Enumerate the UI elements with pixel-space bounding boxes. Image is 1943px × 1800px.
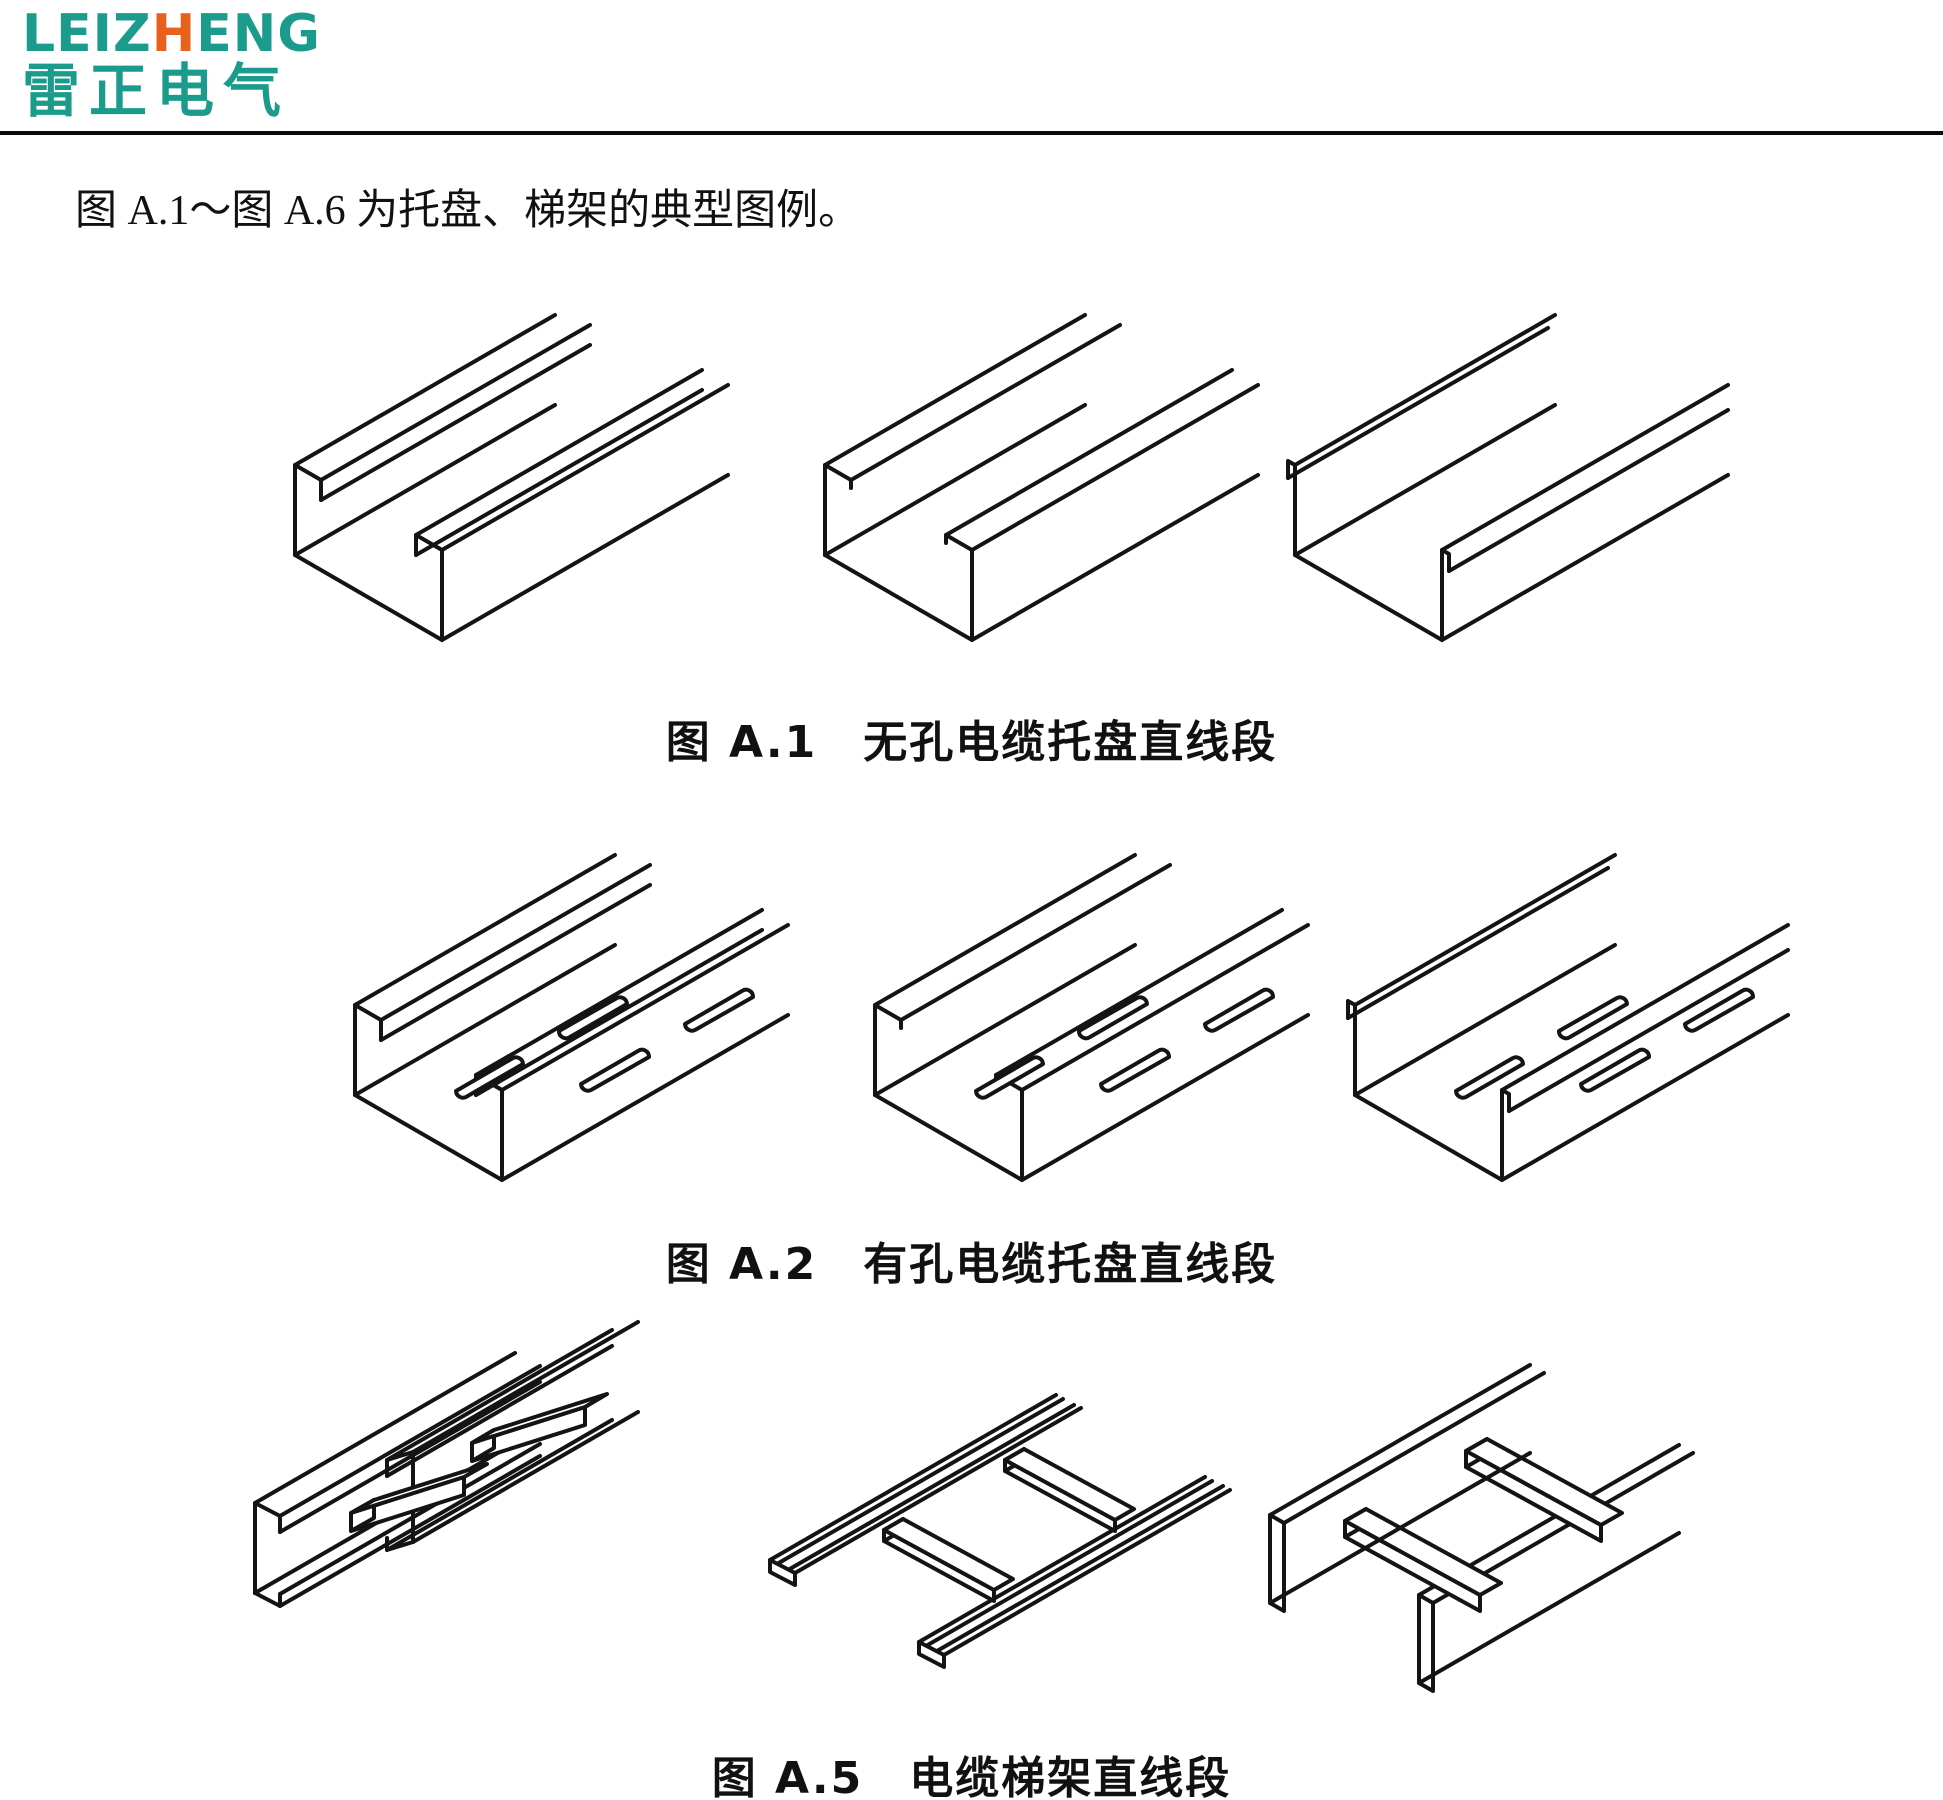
slot-hole [1454, 1055, 1525, 1100]
figure-a1-caption: 图 A.1 无孔电缆托盘直线段 [665, 717, 1278, 768]
slot-hole [579, 1047, 651, 1093]
slot-hole [974, 1055, 1045, 1100]
slot-hole [1099, 1047, 1171, 1093]
ladder-rung [1003, 1447, 1136, 1522]
figure-a1-tray-hemmed-inward-flange [230, 290, 730, 715]
header-divider [0, 131, 1943, 135]
logo-latin-text: LEIZHENG [22, 4, 321, 64]
slot-hole [557, 995, 629, 1041]
figure-a5-caption: 图 A.5 电缆梯架直线段 [711, 1753, 1232, 1800]
ladder-rung [882, 1517, 1015, 1592]
ladder-rung [470, 1392, 609, 1445]
slot-hole [1579, 1047, 1651, 1093]
slot-hole [1077, 995, 1149, 1041]
figure-a2-tray-plain-inward-flange-slotted [810, 830, 1310, 1255]
slot-hole [1557, 995, 1629, 1041]
figure-a5-ladder-flat-rails [1255, 1335, 1735, 1740]
figure-a2-tray-rolled-outward-edge-slotted [1290, 830, 1790, 1255]
slot-hole [683, 987, 755, 1033]
logo-accent-letter: H [151, 4, 197, 64]
company-logo: LEIZHENG 雷正电气 [22, 8, 321, 120]
slot-hole [1683, 987, 1755, 1033]
figure-a5-ladder-top-view [745, 1335, 1232, 1740]
figure-a1-tray-plain-inward-flange [760, 290, 1260, 715]
figure-a2-tray-hemmed-inward-flange-slotted [290, 830, 790, 1255]
intro-text: 图 A.1～图 A.6 为托盘、梯架的典型图例。 [75, 188, 861, 234]
figure-a1-tray-rolled-outward-edge [1230, 290, 1730, 715]
slot-hole [454, 1055, 525, 1100]
figure-a5-ladder-channel-rails [215, 1315, 695, 1740]
slot-hole [1203, 987, 1275, 1033]
logo-chinese-text: 雷正电气 [22, 57, 291, 125]
ladder-rung [349, 1462, 489, 1515]
ladder-rung [1343, 1507, 1503, 1597]
figure-a2-caption: 图 A.2 有孔电缆托盘直线段 [665, 1239, 1278, 1290]
ladder-rung [1464, 1437, 1624, 1527]
